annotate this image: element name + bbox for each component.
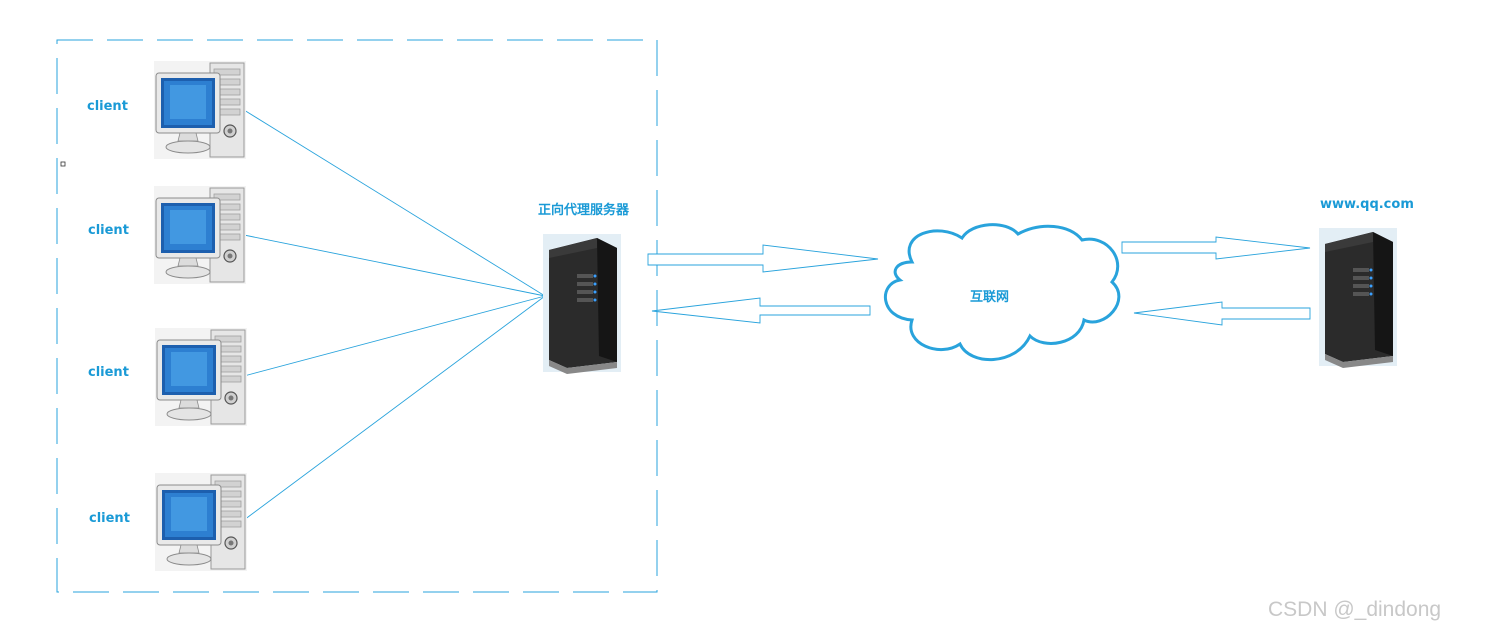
server-icon (543, 234, 621, 374)
client-label-2: client (88, 223, 129, 238)
client-label-3: client (88, 365, 129, 380)
client-computer-1: client (87, 60, 247, 160)
small-marker (60, 161, 66, 167)
arrow-left-server-to-internet (1133, 301, 1311, 326)
computer-icon (153, 60, 247, 160)
computer-icon (154, 472, 248, 572)
internet-label: 互联网 (970, 290, 1009, 305)
arrow-left-internet-to-proxy (651, 297, 871, 324)
internet-cloud: 互联网 (884, 223, 1121, 362)
proxy-server-label: 正向代理服务器 (538, 202, 630, 218)
target-server: www.qq.com (1319, 197, 1414, 368)
watermark: CSDN @_dindong (1268, 598, 1441, 621)
client-computer-2: client (88, 185, 247, 285)
proxy-server: 正向代理服务器 (538, 202, 630, 374)
client-computer-3: client (88, 327, 248, 427)
computer-icon (154, 327, 248, 427)
client-computer-4: client (89, 472, 248, 572)
arrow-right-internet-to-server (1121, 236, 1311, 260)
server-icon (1319, 228, 1397, 368)
target-server-label: www.qq.com (1320, 197, 1414, 212)
client-group-box (56, 39, 658, 593)
client-label-4: client (89, 511, 130, 526)
computer-icon (153, 185, 247, 285)
arrow-right-proxy-to-internet (647, 244, 879, 273)
connection-line-2 (243, 234, 546, 297)
client-connections (243, 109, 546, 521)
client-label-1: client (87, 99, 128, 114)
connection-line-3 (243, 295, 546, 377)
connection-line-4 (243, 295, 546, 521)
connection-line-1 (243, 109, 546, 297)
